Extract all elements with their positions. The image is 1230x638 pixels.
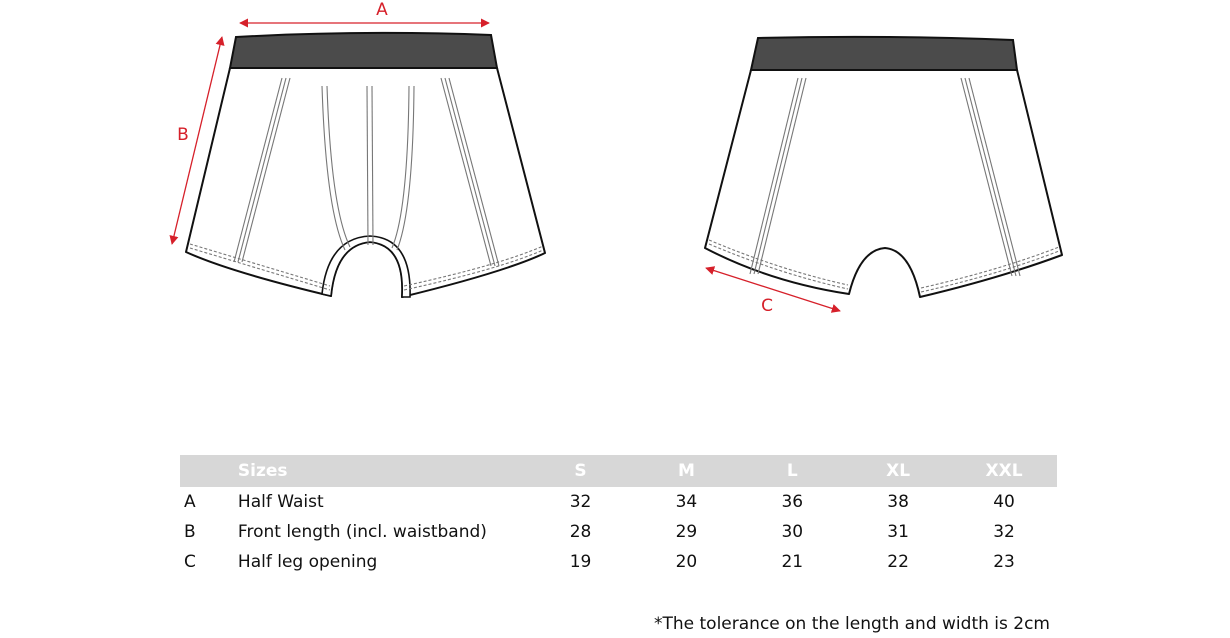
- table-header-cell: S: [527, 455, 634, 487]
- row-value: 32: [993, 522, 1015, 542]
- front-seam: [444, 77, 496, 267]
- front-seam: [237, 77, 287, 263]
- table-row: B Front length (incl. waistband) 28 29 3…: [180, 517, 1057, 547]
- row-letter: B: [184, 522, 196, 542]
- dimension-b-label: B: [177, 125, 189, 145]
- front-seam: [391, 85, 410, 249]
- dimension-a-label: A: [376, 0, 388, 20]
- dimension-b-arrow: [169, 36, 225, 245]
- row-value: 38: [887, 492, 909, 512]
- table-row: C Half leg opening 19 20 21 22 23: [180, 547, 1057, 577]
- row-value: 28: [569, 522, 592, 542]
- back-view: [704, 35, 1063, 298]
- table-header-row: Sizes S M L XL XXL: [180, 455, 1057, 487]
- row-value: 40: [993, 492, 1015, 512]
- row-name: Half Waist: [237, 492, 324, 512]
- back-seam: [964, 77, 1017, 277]
- tolerance-note: *The tolerance on the length and width i…: [654, 614, 1050, 634]
- row-value: 36: [781, 492, 804, 512]
- dimension-c-arrow: [705, 266, 841, 313]
- row-value: 32: [569, 492, 592, 512]
- row-value: 34: [675, 492, 698, 512]
- dimension-c-label: C: [761, 296, 773, 316]
- table-row: A Half Waist 32 34 36 38 40: [180, 487, 1057, 517]
- front-seam: [321, 85, 346, 251]
- table-header-cell: XL: [845, 455, 952, 487]
- row-value: 20: [675, 552, 698, 572]
- row-name: Half leg opening: [237, 552, 378, 572]
- front-leg-opening: [321, 235, 411, 298]
- table-header-cell: L: [739, 455, 846, 487]
- back-waistband: [749, 35, 1019, 71]
- back-seam: [753, 77, 803, 275]
- row-value: 29: [675, 522, 698, 542]
- front-seam: [366, 85, 369, 246]
- row-name: Front length (incl. waistband): [237, 522, 487, 542]
- row-value: 21: [781, 552, 804, 572]
- row-letter: A: [184, 492, 196, 512]
- table-header-cell: XXL: [951, 455, 1057, 487]
- table-header-sizes: Sizes: [237, 455, 528, 487]
- row-value: 23: [993, 552, 1015, 572]
- table-header-cell: [180, 455, 238, 487]
- front-view: [185, 31, 546, 298]
- row-letter: C: [184, 552, 196, 572]
- row-value: 19: [569, 552, 592, 572]
- front-waistband: [228, 31, 499, 69]
- row-value: 22: [887, 552, 909, 572]
- size-table: Sizes S M L XL XXL A Half Waist 32 34 36…: [180, 455, 1057, 577]
- table-header-cell: M: [633, 455, 740, 487]
- row-value: 30: [781, 522, 804, 542]
- boxer-diagram: A B C: [169, 0, 1063, 316]
- row-value: 31: [887, 522, 909, 542]
